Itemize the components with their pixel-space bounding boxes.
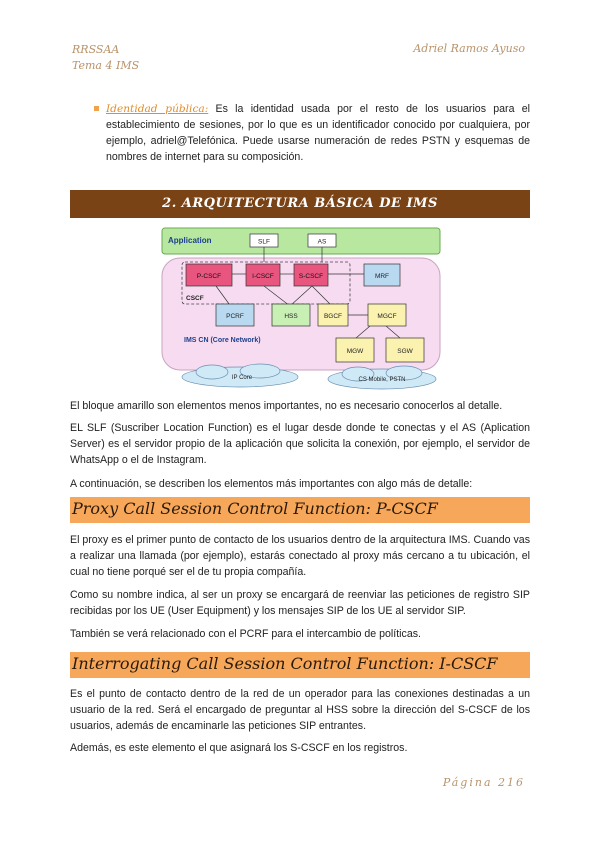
mgw-box (335, 337, 375, 363)
paragraph-proxy-sip: Como su nombre indica, al ser un proxy s… (70, 589, 530, 617)
paragraph-icscf-contact: Es el punto de contacto dentro de la red… (70, 688, 530, 732)
application-band (161, 227, 441, 255)
ip-core-cloud (181, 363, 299, 388)
i-cscf-box (245, 263, 281, 287)
mgcf-label: MGCF (377, 313, 396, 320)
sgw-box (385, 337, 425, 363)
ims-architecture-diagram: Application SLF AS P-CSCF I-CSCF (160, 226, 442, 392)
course-name: RRSSAA (72, 43, 120, 56)
subsection-icscf: Interrogating Call Session Control Funct… (70, 652, 530, 678)
cscf-group (181, 261, 351, 305)
paragraph-icscf-assign: Además, es este elemento el que asignará… (70, 742, 408, 754)
s-cscf-box (293, 263, 329, 287)
sgw-label: SGW (397, 348, 413, 355)
p-cscf-label: P-CSCF (197, 273, 221, 280)
mrf-label: MRF (375, 273, 389, 280)
hss-label: HSS (284, 313, 298, 320)
pcrf-box (215, 303, 255, 327)
application-label: Application (168, 236, 212, 245)
page-number: Página 216 (442, 776, 525, 789)
bullet-text: Es la identidad usada por el resto de lo… (106, 103, 530, 163)
paragraph-yellow-block: El bloque amarillo son elementos menos i… (70, 400, 503, 412)
diagram-svg: Application SLF AS P-CSCF I-CSCF (161, 227, 441, 390)
subsection-pcscf: Proxy Call Session Control Function: P-C… (70, 497, 530, 523)
ims-cn-label: IMS CN (Core Network) (184, 337, 261, 344)
paragraph-slf-as: EL SLF (Suscriber Location Function) es … (70, 422, 530, 466)
i-cscf-label: I-CSCF (252, 273, 274, 280)
ip-core-label: IP Core (232, 375, 253, 381)
as-label: AS (318, 239, 327, 246)
hss-box (271, 303, 311, 327)
bullet-term: Identidad pública: (106, 103, 209, 115)
mrf-box (363, 263, 401, 287)
subsection-pcscf-title: Proxy Call Session Control Function: P-C… (72, 499, 438, 518)
slf-label: SLF (258, 239, 270, 246)
mgw-label: MGW (347, 348, 364, 355)
paragraph-intro-elements: A continuación, se describen los element… (70, 478, 473, 490)
cscf-label: CSCF (186, 295, 204, 302)
mgcf-box (367, 303, 407, 327)
author-name: Adriel Ramos Ayuso (413, 42, 525, 55)
cs-mobile-cloud (327, 365, 437, 390)
section-title: 2. ARQUITECTURA BÁSICA DE IMS (70, 190, 530, 218)
bullet-item: Identidad pública: Es la identidad usada… (94, 101, 530, 165)
bullet-marker (94, 106, 99, 111)
bgcf-box (317, 303, 349, 327)
p-cscf-box (185, 263, 233, 287)
bgcf-label: BGCF (324, 313, 342, 320)
cs-mobile-label: CS Mobile, PSTN (358, 377, 405, 383)
subsection-icscf-title: Interrogating Call Session Control Funct… (72, 654, 498, 673)
paragraph-proxy-contact: El proxy es el primer punto de contacto … (70, 534, 530, 578)
paragraph-proxy-pcrf: También se verá relacionado con el PCRF … (70, 628, 421, 640)
s-cscf-label: S-CSCF (299, 273, 323, 280)
topic-name: Tema 4 IMS (72, 59, 140, 72)
header-left: RRSSAA Tema 4 IMS (72, 42, 139, 74)
pcrf-label: PCRF (226, 313, 244, 320)
